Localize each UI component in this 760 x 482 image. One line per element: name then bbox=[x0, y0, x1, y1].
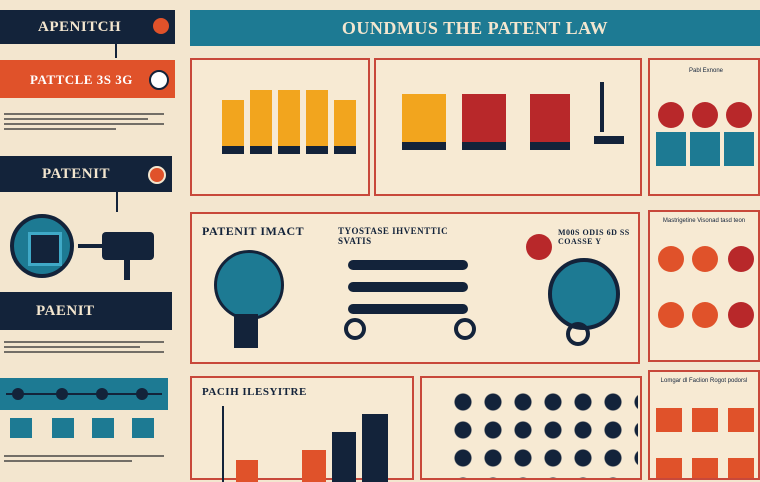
right-panel-top: Pabl Exnone bbox=[648, 58, 760, 196]
left-box-label: PAENIT bbox=[36, 303, 95, 319]
impact-panel-title: PATENIT IMACT bbox=[202, 224, 305, 238]
plug-leg bbox=[124, 258, 130, 280]
seat-icon bbox=[656, 132, 686, 166]
impact-note: M00S ODIS 6D SS COASSE Y bbox=[558, 228, 630, 246]
left-box-label: PATENIT bbox=[42, 166, 110, 182]
slider-track bbox=[348, 260, 468, 270]
lightbulb-base bbox=[234, 314, 258, 348]
gauge-base bbox=[566, 322, 590, 346]
page-title: OUNDMUS THE PATENT LAW bbox=[341, 18, 609, 38]
right-panel-bottom: Lomgar dl Faclion Rogot podorsl bbox=[648, 370, 760, 480]
left-box-pattcle[interactable]: PATTCLE 3S 3G bbox=[0, 60, 175, 98]
right-mid-title: Mastrigetine Visonad tasd teon bbox=[662, 218, 746, 224]
left-box-apenitch[interactable]: APENITCH bbox=[0, 10, 175, 44]
impact-panel-subtitle: TYOSTASE IHVENTTIC SVATIS bbox=[338, 226, 449, 246]
text-block-3 bbox=[4, 452, 164, 465]
connector-1 bbox=[115, 44, 117, 58]
right-bottom-title: Lomgar dl Faclion Rogot podorsl bbox=[660, 378, 748, 384]
seat-icon bbox=[724, 132, 754, 166]
gear-icon bbox=[148, 166, 166, 184]
left-box-paenit[interactable]: PAENIT bbox=[0, 292, 172, 330]
bottom-chart-title: PACIH ILESYITRE bbox=[202, 386, 307, 398]
right-top-title: Pabl Exnone bbox=[688, 68, 724, 74]
slider-track bbox=[348, 304, 468, 314]
connector-3 bbox=[78, 244, 104, 248]
chart-panel-1 bbox=[190, 58, 370, 196]
connector-2 bbox=[116, 192, 118, 212]
wheel-icon bbox=[454, 318, 476, 340]
lightbulb-icon bbox=[214, 250, 284, 320]
alert-icon bbox=[526, 234, 552, 260]
drop-icon bbox=[149, 70, 169, 90]
chart-panel-2 bbox=[374, 58, 642, 196]
left-box-patenit[interactable]: PATENIT bbox=[0, 156, 172, 192]
text-block-2 bbox=[4, 338, 164, 356]
avatar-icon bbox=[726, 102, 752, 128]
left-box-label: APENITCH bbox=[38, 19, 122, 35]
slider-track bbox=[348, 282, 468, 292]
plug-icon bbox=[102, 232, 154, 260]
text-block-1 bbox=[4, 110, 164, 133]
header-bar: OUNDMUS THE PATENT LAW bbox=[190, 10, 760, 46]
bottom-chart-panel: PACIH ILESYITRE bbox=[190, 376, 414, 482]
wheel-icon bbox=[344, 318, 366, 340]
left-box-label: PATTCLE 3S 3G bbox=[30, 72, 133, 87]
avatar-icon bbox=[692, 102, 718, 128]
device-icon bbox=[10, 214, 74, 278]
avatar-icon bbox=[658, 102, 684, 128]
icon-grid-panel bbox=[420, 376, 642, 480]
flame-icon bbox=[153, 18, 169, 34]
impact-panel: PATENIT IMACT TYOSTASE IHVENTTIC SVATIS … bbox=[190, 212, 640, 364]
right-panel-mid: Mastrigetine Visonad tasd teon bbox=[648, 210, 760, 362]
left-icons-row bbox=[6, 418, 166, 442]
seat-icon bbox=[690, 132, 720, 166]
gauge-icon bbox=[548, 258, 620, 330]
left-timeline bbox=[0, 378, 168, 410]
